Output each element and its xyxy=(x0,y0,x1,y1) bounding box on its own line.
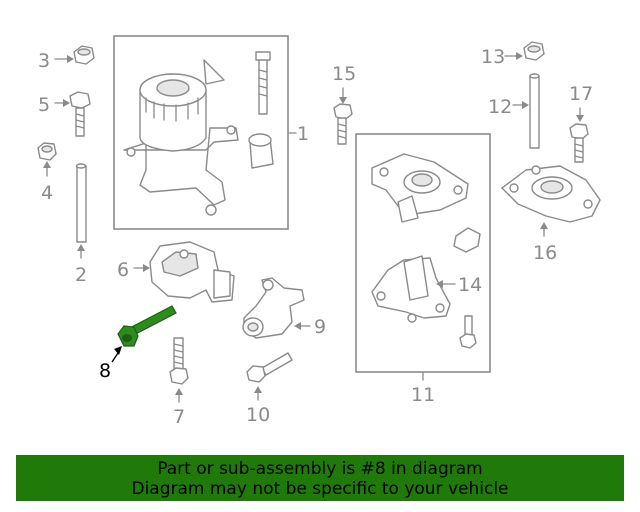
bracket-6 xyxy=(149,241,235,303)
callout-4: 4 xyxy=(41,182,53,204)
callout-8: 8 xyxy=(99,360,111,382)
callout-7: 7 xyxy=(173,406,185,428)
notice-banner: Part or sub-assembly is #8 in diagram Di… xyxy=(16,455,624,501)
parts-diagram: 1 3 5 4 xyxy=(37,35,601,428)
callout-12: 12 xyxy=(488,96,512,118)
small-insulator xyxy=(453,227,481,253)
bracket-16 xyxy=(501,165,601,223)
callout-11: 11 xyxy=(411,384,435,406)
box1-stud xyxy=(255,51,271,115)
bolt-10 xyxy=(246,352,293,383)
callout-1: 1 xyxy=(297,123,309,145)
box1-bushing xyxy=(248,133,274,169)
notice-line-1: Part or sub-assembly is #8 in diagram xyxy=(157,459,483,479)
bolt-7 xyxy=(169,337,189,385)
bolt-5 xyxy=(69,91,91,137)
transmission-mount-14 xyxy=(371,255,451,323)
engine-mount xyxy=(123,59,239,216)
callout-17: 17 xyxy=(569,83,593,105)
nut-13 xyxy=(523,41,545,61)
callout-13: 13 xyxy=(481,46,505,68)
callout-5: 5 xyxy=(38,94,50,116)
callout-15: 15 xyxy=(332,63,356,85)
bolt-8-highlighted xyxy=(117,305,177,347)
nut-4 xyxy=(37,142,57,161)
bolt-17 xyxy=(569,123,589,163)
stud-12 xyxy=(529,73,540,149)
callout-16: 16 xyxy=(533,242,557,264)
bolt-15 xyxy=(333,103,353,145)
callout-14: 14 xyxy=(458,274,482,296)
stud-2 xyxy=(75,163,87,243)
callout-10: 10 xyxy=(246,404,270,426)
nut-3 xyxy=(73,45,95,65)
bracket-9 xyxy=(242,277,305,339)
callout-6: 6 xyxy=(117,259,129,281)
callout-3: 3 xyxy=(38,50,50,72)
callout-9: 9 xyxy=(314,316,326,338)
transmission-mount-upper xyxy=(371,153,469,223)
notice-line-2: Diagram may not be specific to your vehi… xyxy=(131,479,509,499)
box11-bolt xyxy=(459,315,477,349)
callout-2: 2 xyxy=(75,264,87,286)
